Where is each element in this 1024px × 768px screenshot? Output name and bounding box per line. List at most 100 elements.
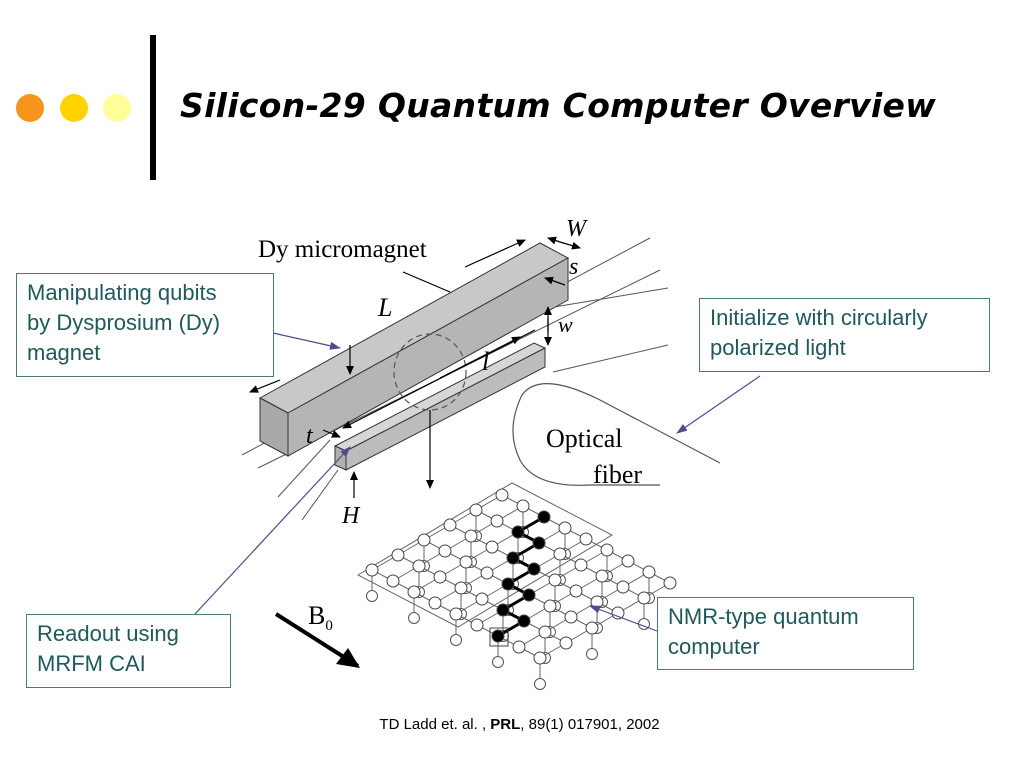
qubit-atom (501, 577, 515, 591)
callout-nmr-line-2: computer (668, 634, 760, 659)
fiber-label: fiber (593, 460, 642, 489)
lattice-atom (533, 651, 547, 665)
lattice-atom (663, 576, 677, 590)
length-L-label: L (377, 293, 392, 322)
lattice-atom (417, 533, 431, 547)
lattice-atom-lower (366, 590, 378, 602)
callout-dy-magnet-line-3: magnet (27, 340, 101, 365)
qubit-atom (537, 510, 551, 524)
lattice-atom (386, 574, 400, 588)
dy-micromagnet-bar (258, 242, 570, 457)
lattice-atom (464, 529, 478, 543)
citation: TD Ladd et. al. , PRL, 89(1) 017901, 200… (0, 716, 1024, 733)
citation-suffix: , 89(1) 017901, 2002 (520, 716, 660, 733)
lattice-atom-lower (450, 634, 462, 646)
callout-nmr: NMR-type quantum computer (657, 597, 914, 670)
lattice-atom (559, 636, 573, 650)
focus-region-dashed-circle (393, 333, 467, 411)
dimension-arrows (249, 236, 581, 498)
callout-leaders (194, 332, 761, 632)
callout-readout-line-1: Readout using (37, 621, 179, 646)
callout-dy-magnet-line-1: Manipulating qubits (27, 280, 217, 305)
lattice-atom (621, 554, 635, 568)
lattice-atom (412, 559, 426, 573)
pale-yellow-dot-icon (103, 94, 131, 122)
lattice-atom (558, 521, 572, 535)
lattice-atom (407, 585, 421, 599)
lattice-atom (574, 558, 588, 572)
callout-optical-line-1: Initialize with circularly (710, 305, 928, 330)
lattice-atom (365, 563, 379, 577)
callout-nmr-line-1: NMR-type quantum (668, 604, 859, 629)
dy-micromagnet-label: Dy micromagnet (258, 236, 427, 263)
spacing-s-label: s (569, 254, 578, 280)
qubit-atom (527, 562, 541, 576)
lattice-atom (490, 514, 504, 528)
width-w-label: w (558, 312, 573, 337)
lattice-atom (579, 532, 593, 546)
orange-dot-icon (16, 94, 44, 122)
lattice-atom-lower (586, 648, 598, 660)
callout-readout-line-2: MRFM CAI (37, 651, 146, 676)
callout-readout: Readout using MRFM CAI (26, 614, 231, 688)
optical-label: Optical (546, 424, 623, 453)
lattice-atom (470, 618, 484, 632)
height-H-label: H (341, 503, 361, 529)
qubit-atom (517, 614, 531, 628)
lattice-atom-lower (408, 612, 420, 624)
qubit-atom (522, 588, 536, 602)
lattice-atom (600, 543, 614, 557)
lattice-atom (469, 503, 483, 517)
lattice-atom (475, 592, 489, 606)
qubit-atom (496, 603, 510, 617)
lattice-atom (538, 625, 552, 639)
lattice-atom (391, 548, 405, 562)
lattice-atom (637, 591, 651, 605)
lattice-atom-lower (492, 656, 504, 668)
qubit-atom (532, 536, 546, 550)
lattice-atom (459, 555, 473, 569)
lattice-atom (485, 540, 499, 554)
lattice-atom (642, 565, 656, 579)
lattice-atom (428, 596, 442, 610)
citation-prefix: TD Ladd et. al. , (379, 716, 491, 733)
b0-label: B0 (308, 601, 333, 634)
thickness-t-label: t (306, 423, 314, 449)
lattice-atom (512, 640, 526, 654)
slide-title: Silicon-29 Quantum Computer Overview (180, 86, 937, 125)
qubit-atom (511, 525, 525, 539)
lattice-atom-lower (534, 678, 546, 690)
lattice-atom (611, 606, 625, 620)
lattice-plane (356, 482, 614, 628)
callout-dy-magnet: Manipulating qubits by Dysprosium (Dy) m… (16, 273, 274, 377)
width-W-label: W (566, 216, 588, 242)
lattice-atom (433, 570, 447, 584)
lattice-atom (569, 584, 583, 598)
lattice-atom (616, 580, 630, 594)
lattice-atom (548, 573, 562, 587)
silicon-lattice (365, 488, 677, 690)
lattice-atom (480, 566, 494, 580)
title-divider (150, 35, 156, 180)
callout-dy-magnet-line-2: by Dysprosium (Dy) (27, 310, 221, 335)
lattice-atom (543, 599, 557, 613)
lattice-atom (564, 610, 578, 624)
lattice-atom (516, 499, 530, 513)
lattice-atom (449, 607, 463, 621)
callout-optical-line-2: polarized light (710, 335, 846, 360)
qubit-atom (506, 551, 520, 565)
lattice-atom (454, 581, 468, 595)
lattice-atom (595, 569, 609, 583)
lattice-atom (438, 544, 452, 558)
optical-fiber-outline (512, 383, 721, 486)
length-l-label: l (482, 347, 489, 376)
qubit-atom (491, 629, 505, 643)
lattice-atom (443, 518, 457, 532)
b0-arrow-head (336, 648, 360, 668)
lattice-atom (585, 621, 599, 635)
lattice-atom (553, 547, 567, 561)
callout-optical-init: Initialize with circularly polarized lig… (699, 298, 990, 372)
lattice-atom (590, 595, 604, 609)
citation-journal: PRL (490, 716, 521, 733)
